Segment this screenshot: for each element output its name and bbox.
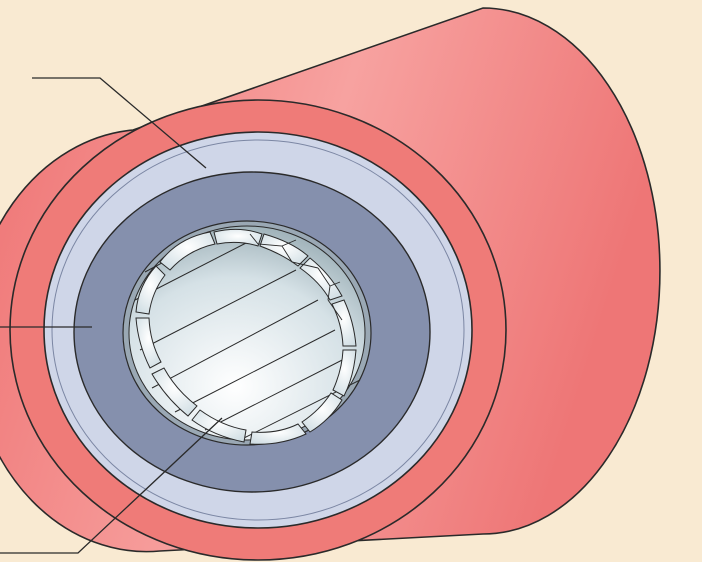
blood-vessel-diagram	[0, 0, 702, 562]
blood-vessel-figure	[0, 0, 702, 562]
